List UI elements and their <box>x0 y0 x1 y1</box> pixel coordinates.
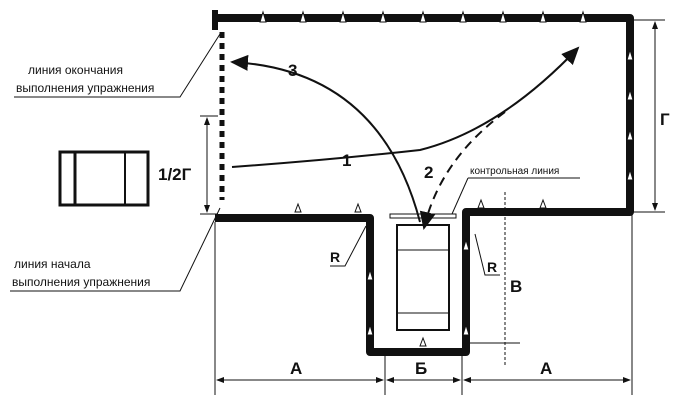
start-line-label-2: выполнения упражнения <box>12 275 150 289</box>
radius-right-label: R <box>487 259 497 275</box>
finish-line-label-1: линия окончания <box>28 63 123 77</box>
start-car <box>58 150 150 207</box>
path-3 <box>230 54 421 223</box>
dimension-bottom: А Б А <box>214 215 633 395</box>
path-3-label: 3 <box>288 61 297 80</box>
dim-half-g-label: 1/2Г <box>158 165 192 184</box>
dimension-g: Г <box>632 19 670 213</box>
dim-g-label: Г <box>660 110 670 129</box>
path-1 <box>231 46 580 168</box>
dim-a-right-label: А <box>540 359 552 378</box>
control-line <box>389 213 457 219</box>
dim-b-label: Б <box>415 359 427 378</box>
cones <box>259 10 634 347</box>
path-2-label: 2 <box>424 163 433 182</box>
dim-v-label: В <box>510 277 522 296</box>
finish-line-label-2: выполнения упражнения <box>16 81 154 95</box>
path-1-label: 1 <box>342 151 351 170</box>
start-line-label-1: линия начала <box>14 257 91 271</box>
parked-car <box>396 224 450 331</box>
radius-left-label: R <box>330 249 340 265</box>
dim-a-left-label: А <box>290 359 302 378</box>
dimension-half-g: 1/2Г <box>158 115 218 215</box>
control-line-label: контрольная линия <box>470 166 559 177</box>
dimension-v: В <box>470 192 522 365</box>
path-2 <box>419 111 506 230</box>
